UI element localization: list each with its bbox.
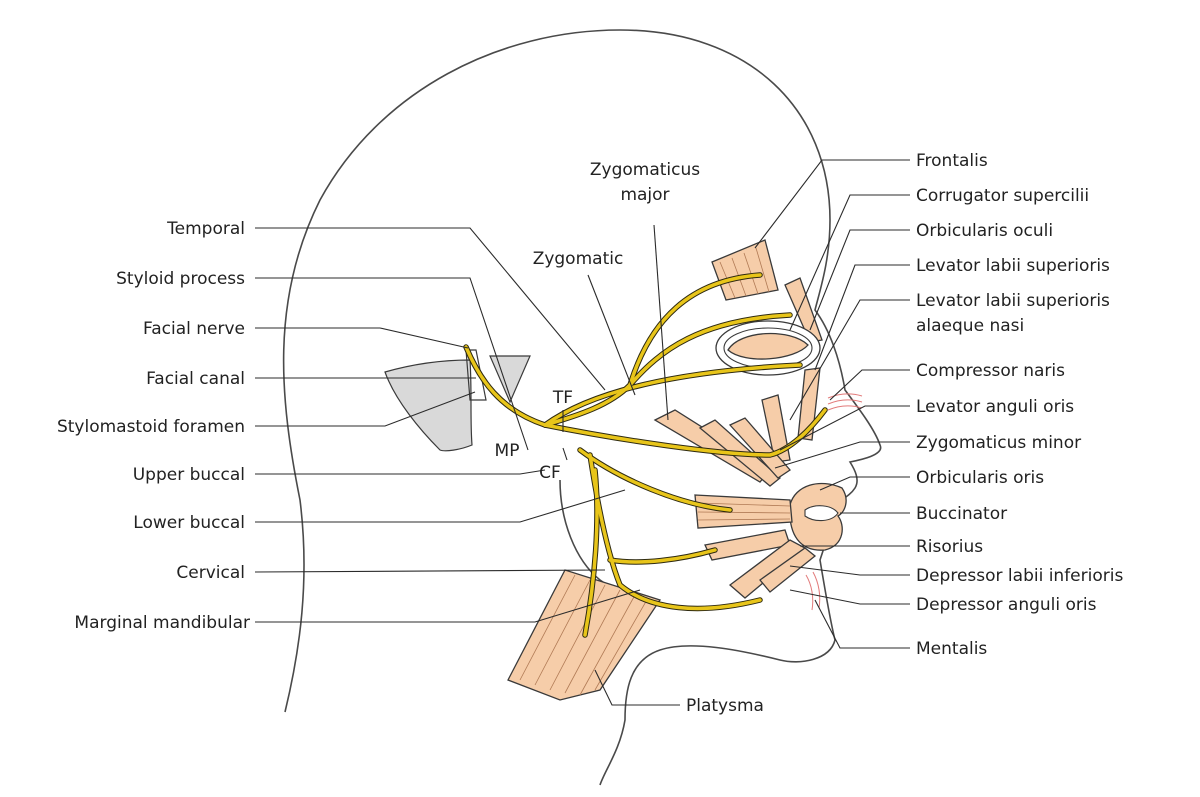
label-orbicularis-oculi: Orbicularis oculi bbox=[916, 221, 1053, 241]
label-styloid-process: Styloid process bbox=[116, 269, 245, 289]
label-cervical: Cervical bbox=[176, 563, 245, 583]
label-lower-buccal: Lower buccal bbox=[133, 513, 245, 533]
label-cf: CF bbox=[539, 463, 561, 483]
label-platysma: Platysma bbox=[686, 696, 764, 716]
label-mp: MP bbox=[495, 441, 520, 461]
label-zygomaticus-major-line1: Zygomaticus bbox=[590, 160, 700, 180]
label-tf: TF bbox=[552, 388, 573, 408]
right-leader-lines bbox=[754, 159, 910, 649]
left-leader-lines bbox=[254, 227, 641, 623]
label-risorius: Risorius bbox=[916, 537, 983, 557]
label-facial-canal: Facial canal bbox=[146, 369, 245, 389]
label-buccinator: Buccinator bbox=[916, 504, 1007, 524]
label-levator-labii-alaeque-line2: alaeque nasi bbox=[916, 316, 1024, 336]
orbicularis-oculi-muscle bbox=[715, 320, 821, 376]
frontalis-muscle bbox=[711, 239, 779, 301]
facial-nerve-branches bbox=[463, 272, 828, 638]
corrugator-supercilii-muscle bbox=[784, 277, 823, 343]
label-zygomatic: Zygomatic bbox=[533, 249, 624, 269]
label-depressor-anguli-oris: Depressor anguli oris bbox=[916, 595, 1097, 615]
label-temporal: Temporal bbox=[166, 219, 245, 239]
label-orbicularis-oris: Orbicularis oris bbox=[916, 468, 1044, 488]
center-leader-lines bbox=[562, 224, 680, 706]
mentalis-muscle bbox=[805, 571, 821, 611]
label-zygomaticus-major-line2: major bbox=[620, 185, 669, 205]
compressor-naris-muscle bbox=[827, 393, 863, 411]
label-corrugator-supercilii: Corrugator supercilii bbox=[916, 186, 1089, 206]
label-compressor-naris: Compressor naris bbox=[916, 361, 1065, 381]
label-frontalis: Frontalis bbox=[916, 151, 988, 171]
levator-labii-alaeque-muscle bbox=[761, 394, 791, 463]
label-stylomastoid-foramen: Stylomastoid foramen bbox=[57, 417, 245, 437]
label-zygomaticus-minor: Zygomaticus minor bbox=[916, 433, 1081, 453]
orbicularis-oris-muscle bbox=[789, 482, 847, 551]
buccinator-muscle bbox=[694, 494, 793, 529]
label-facial-nerve: Facial nerve bbox=[143, 319, 245, 339]
label-levator-labii-alaeque-line1: Levator labii superioris bbox=[916, 291, 1110, 311]
label-upper-buccal: Upper buccal bbox=[133, 465, 245, 485]
label-levator-labii-superioris: Levator labii superioris bbox=[916, 256, 1110, 276]
facial-canal-shape bbox=[465, 349, 487, 401]
mastoid-bone bbox=[384, 359, 473, 452]
depressor-labii-inferioris-muscle bbox=[759, 547, 817, 593]
label-depressor-labii-inferioris: Depressor labii inferioris bbox=[916, 566, 1123, 586]
label-levator-anguli-oris: Levator anguli oris bbox=[916, 397, 1074, 417]
label-mentalis: Mentalis bbox=[916, 639, 987, 659]
label-marginal-mandibular: Marginal mandibular bbox=[74, 613, 250, 633]
